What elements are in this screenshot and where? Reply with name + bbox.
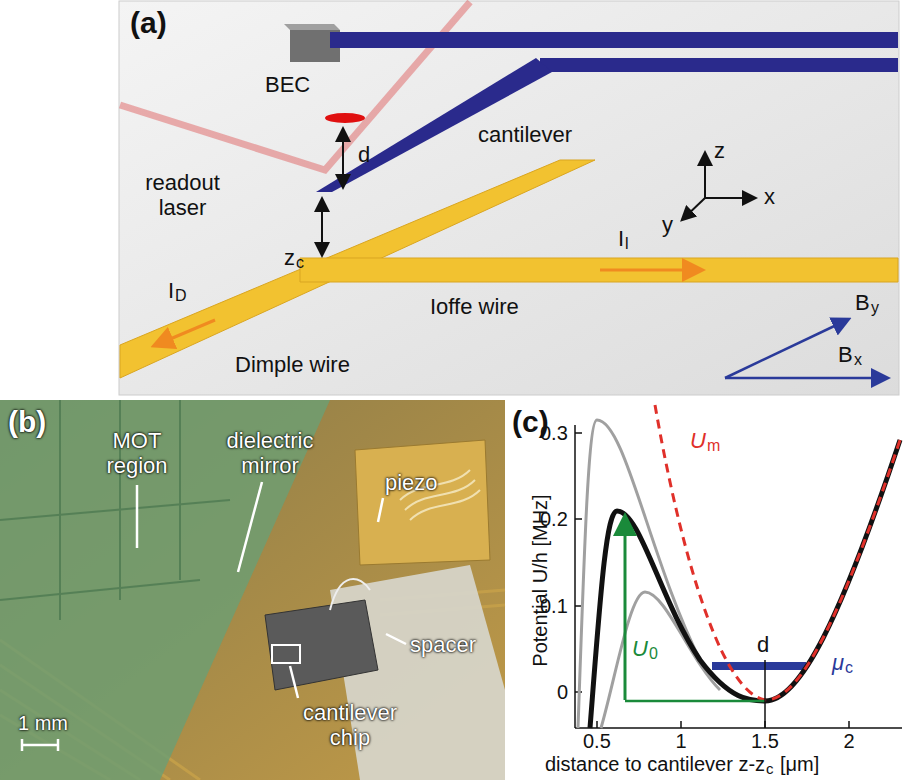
axis-title: [μm]	[780, 753, 819, 776]
subscript: c	[766, 760, 774, 777]
current-label: I	[168, 278, 174, 303]
field-label: B	[855, 290, 870, 315]
subscript: x	[854, 351, 862, 369]
axis-label: y	[662, 212, 673, 237]
subscript: 0	[649, 645, 658, 663]
axis-title: distance to cantilever z-z	[545, 753, 765, 776]
subscript: D	[175, 287, 187, 305]
axis-label: x	[764, 184, 775, 209]
field-label: B	[838, 342, 853, 367]
potential-label: μ	[832, 650, 844, 675]
axis-label: z	[714, 138, 725, 163]
part-label: BEC	[265, 72, 310, 97]
part-label: MOT region	[92, 428, 182, 479]
part-label: piezo	[385, 470, 438, 495]
part-label: spacer	[410, 632, 476, 657]
dimension-label: d	[358, 142, 370, 167]
subscript: l	[625, 235, 629, 253]
dimension-label: z	[284, 245, 295, 270]
position-label: d	[757, 632, 769, 657]
tick-label: 0.2	[540, 508, 568, 531]
scale-label: 1 mm	[18, 712, 68, 735]
tick-label: 0.1	[540, 595, 568, 618]
panel-letter: (b)	[8, 405, 46, 440]
part-label: dielectric mirror	[205, 428, 335, 479]
current-label: I	[618, 226, 624, 251]
subscript: m	[707, 437, 720, 455]
tick-label: 0.5	[583, 730, 611, 753]
tick-label: 1	[676, 730, 687, 753]
tick-label: 1.5	[751, 730, 779, 753]
subscript: c	[845, 659, 853, 677]
panel-letter: (a)	[130, 6, 167, 41]
tick-label: 2	[844, 730, 855, 753]
tick-label: 0.3	[540, 422, 568, 445]
part-label: cantilever chip	[285, 700, 415, 751]
barrier-label: U	[632, 636, 648, 661]
tick-label: 0	[557, 681, 568, 704]
curve-label: U	[690, 428, 706, 453]
part-label: Dimple wire	[235, 352, 350, 377]
part-label: Ioffe wire	[430, 294, 519, 319]
part-label: cantilever	[478, 122, 572, 147]
subscript: y	[871, 299, 879, 317]
subscript: c	[296, 254, 304, 272]
part-label: readout laser	[135, 170, 230, 221]
